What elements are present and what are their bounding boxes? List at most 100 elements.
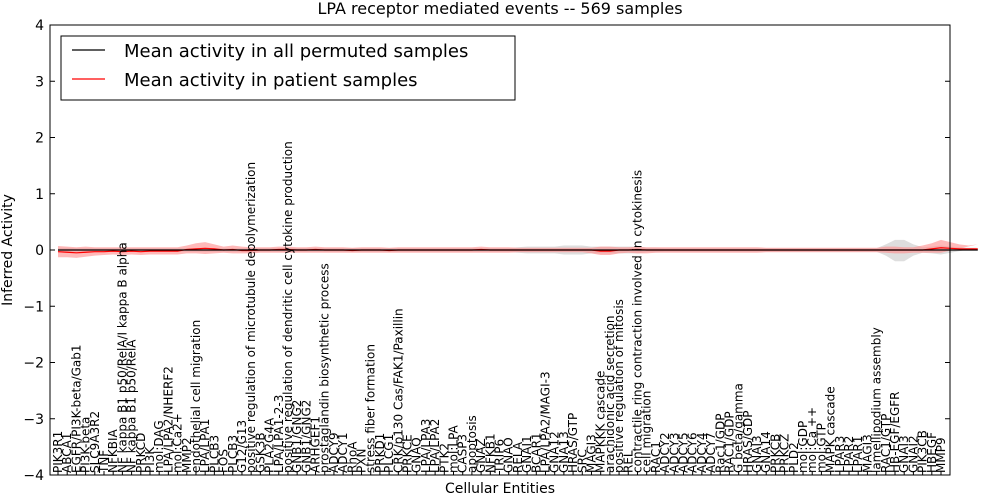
x-tick-label: MAGI3 xyxy=(584,434,598,473)
x-tick-label: PIK3CB xyxy=(916,430,930,473)
x-tick-label: lamellipodium assembly xyxy=(870,327,884,473)
x-tick-label: positive regulation of mitosis xyxy=(612,299,626,473)
x-tick-label: SRC xyxy=(575,449,589,473)
x-tick-label: ADCY3 xyxy=(667,432,681,473)
x-tick-label: PLA2G4A xyxy=(263,417,277,473)
x-tick-label: PTK2 xyxy=(437,443,451,473)
x-tick-label: PRKCD xyxy=(134,433,148,473)
y-tick-label: 0 xyxy=(35,243,44,259)
x-tick-label: GNA13 xyxy=(557,431,571,473)
x-tick-label: RAC1/GDP xyxy=(722,411,736,473)
x-tick-label: PIK3R1 xyxy=(51,431,65,473)
x-tick-label: PRKD1 xyxy=(373,433,387,473)
legend-label-patient: Mean activity in patient samples xyxy=(124,70,418,91)
x-tick-label: endothelial cell migration xyxy=(189,320,203,473)
x-tick-label: GNB1/GNG2 xyxy=(299,400,313,473)
x-tick-label: ADCY6 xyxy=(686,432,700,473)
x-tick-label: cell migration xyxy=(640,391,654,473)
x-tick-label: mol:LPA xyxy=(447,424,461,473)
x-tick-label: mol:GTP xyxy=(814,423,828,473)
x-tick-label: PRKCE xyxy=(401,434,415,473)
x-axis: PIK3R1ABCA1EGFR/PI3K-beta/Gab1PI3K-betaS… xyxy=(51,141,948,475)
x-tick-label: HBEGF xyxy=(925,432,939,473)
x-tick-label: GNA14 xyxy=(759,431,773,473)
x-tick-label: LPA/LPA2 xyxy=(428,419,442,473)
x-tick-label: stress fiber formation xyxy=(364,344,378,473)
x-tick-label: arachidonic acid secretion xyxy=(603,316,617,473)
x-tick-label: TRIP6 xyxy=(493,439,507,474)
x-tick-label: RhoA xyxy=(345,441,359,473)
series-lines xyxy=(57,247,978,254)
y-axis-label: Inferred Activity xyxy=(0,194,16,306)
x-tick-label: ADCY9 xyxy=(327,432,341,473)
x-tick-label: PRKCB xyxy=(768,434,782,473)
x-tick-label: GSK3B xyxy=(253,432,267,473)
x-tick-label: mol:Ca ++ xyxy=(805,407,819,473)
x-tick-label: mol:DAG xyxy=(152,420,166,473)
x-tick-label: GNAI3 xyxy=(750,435,764,473)
legend-box xyxy=(60,35,516,101)
x-tick-label: ABCA1 xyxy=(60,433,74,473)
x-tick-label: GNAI1 xyxy=(520,435,534,473)
x-tick-label: mol:Ca2+ xyxy=(171,413,185,473)
y-tick-label: 3 xyxy=(35,74,44,90)
x-tick-label: PLCG1 xyxy=(382,434,396,473)
x-tick-label: RELA xyxy=(511,441,525,473)
legend-label-permuted: Mean activity in all permuted samples xyxy=(124,41,468,62)
x-tick-label: G12/G13 xyxy=(235,420,249,473)
x-tick-label: BCAR1 xyxy=(529,432,543,473)
x-tick-label: contractile ring contraction involved in… xyxy=(630,170,644,473)
x-tick-label: RAC1 xyxy=(649,441,663,473)
x-tick-label: NF kappa B1 p50/RelA xyxy=(125,339,139,473)
x-tick-label: ADCY5 xyxy=(676,432,690,473)
x-tick-label: positive regulation of microtubule depol… xyxy=(244,162,258,473)
x-tick-label: REL xyxy=(621,450,635,473)
x-tick-label: GNAI2 xyxy=(906,435,920,473)
x-tick-label: LPA/LPA3 xyxy=(419,419,433,473)
x-tick-label: PLD2 xyxy=(787,442,801,473)
x-tick-label: NFKBIA xyxy=(106,428,120,473)
x-tick-label: PLCB3 xyxy=(226,435,240,473)
x-tick-label: MMP2 xyxy=(180,437,194,473)
x-tick-label: HRAS/GDP xyxy=(741,410,755,473)
x-tick-label: LPA/LPA1-2-3 xyxy=(272,395,286,473)
y-tick-label: 4 xyxy=(35,18,44,34)
x-tick-label: HB-EGF/EGFR xyxy=(888,391,902,473)
x-tick-label: LPA/LPA2/MAGI-3 xyxy=(538,371,552,473)
x-tick-label: NF kappa B1 p50/RelA/I kappa B alpha xyxy=(115,242,129,473)
x-tick-label: G beta/gamma xyxy=(732,383,746,473)
x-tick-label: TNF xyxy=(97,450,111,474)
x-tick-label: GNAZ xyxy=(474,438,488,473)
x-tick-label: ADCY7 xyxy=(704,432,718,473)
x-tick-label: LPAR3 xyxy=(833,436,847,473)
x-tick-label: LPA/LPA1 xyxy=(198,419,212,473)
y-tick-label: 1 xyxy=(35,187,44,203)
x-tick-label: NFKB1 xyxy=(483,433,497,473)
x-tick-label: PI3K xyxy=(143,446,157,473)
x-tick-label: GNA12 xyxy=(548,431,562,473)
x-tick-label: RAC1/GTP xyxy=(879,414,893,473)
x-tick-label: LPA/LPA2/NHERF2 xyxy=(161,366,175,473)
y-tick-label: −2 xyxy=(23,356,44,372)
x-tick-label: ADCY4 xyxy=(695,432,709,473)
x-tick-label: LPAR2 xyxy=(842,436,856,473)
x-tick-label: ADCY2 xyxy=(658,432,672,473)
y-tick-label: −1 xyxy=(23,299,44,315)
x-tick-label: GNAI3 xyxy=(897,435,911,473)
x-tick-label: ADCY1 xyxy=(336,432,350,473)
x-tick-label: positive regulation of dendritic cell cy… xyxy=(281,141,295,473)
x-tick-label: Rac1/GDP xyxy=(713,414,727,473)
x-tick-label: mol:GDP xyxy=(796,421,810,473)
x-tick-label: CRK/p130 Cas/FAK1/Paxillin xyxy=(391,308,405,473)
x-tick-label: GNB1/GNG2 xyxy=(290,400,304,473)
x-tick-label: GNAQ xyxy=(410,437,424,473)
x-tick-label: GNAO xyxy=(502,437,516,473)
x-tick-label: PLCB3 xyxy=(207,435,221,473)
x-tick-label: LPAR1 xyxy=(851,436,865,473)
band-patient xyxy=(58,239,978,258)
x-tick-label: MAPK cascade xyxy=(824,386,838,473)
x-tick-label: prostaglandin biosynthetic process xyxy=(318,263,332,473)
x-tick-label: PXN xyxy=(355,449,369,473)
